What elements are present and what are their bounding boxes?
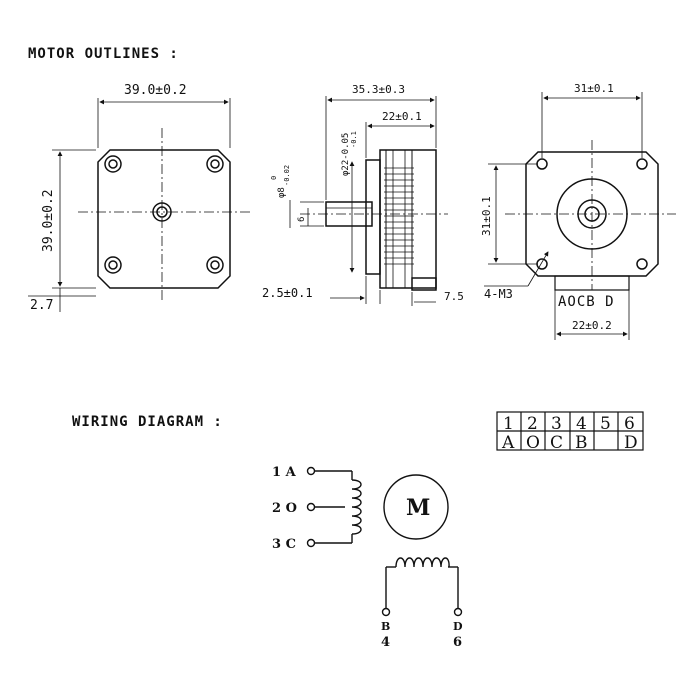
front-view	[28, 98, 250, 312]
back-hole-spacing-side: 31±0.1	[480, 196, 493, 236]
pin-number: 2	[527, 414, 538, 434]
side-flat-dim: 6	[297, 217, 307, 222]
side-boss-tol-bottom: -0.1	[350, 131, 358, 148]
back-connector-width-dim: 22±0.2	[572, 319, 612, 332]
pin-letter: C	[550, 433, 563, 453]
pin-letter: B	[575, 433, 588, 453]
lead-d-number: 6	[453, 635, 462, 650]
motor-label: M	[406, 495, 430, 521]
pin-letter: A	[501, 433, 515, 453]
front-screw-holes	[104, 155, 224, 274]
side-view	[289, 96, 448, 306]
front-height-dim: 39.0±0.2	[41, 189, 56, 252]
side-connector-dim: 7.5	[444, 290, 464, 303]
pin-letter: O	[526, 433, 540, 453]
lead-2-label: 2 O	[272, 501, 297, 516]
back-screw-label: 4-M3	[484, 287, 513, 301]
back-view	[484, 92, 676, 340]
back-connector-pins: AOCB D	[558, 294, 615, 310]
lead-1-label: 1 A	[272, 465, 297, 480]
pin-number: 1	[503, 414, 514, 434]
side-shaft-tol-top: 0	[270, 176, 278, 180]
lead-b-number: 4	[381, 635, 390, 650]
front-width-dim: 39.0±0.2	[124, 83, 187, 98]
side-shaft-offset-dim: 2.5±0.1	[262, 286, 313, 300]
pin-letter: D	[624, 433, 638, 453]
pin-number: 6	[624, 414, 635, 434]
pin-table	[496, 411, 644, 451]
pin-number: 3	[551, 414, 562, 434]
wiring-diagram	[306, 466, 463, 617]
horizontal-coil	[395, 557, 450, 568]
back-hole-spacing-top: 31±0.1	[574, 82, 614, 95]
side-shaft-dia-dim: φ8	[277, 187, 287, 198]
front-bottom-dim: 2.7	[30, 298, 53, 313]
side-shaft-tol-bottom: -0.02	[283, 165, 291, 186]
pin-table-text: 1 2 3 4 5 6 A O C B D	[501, 414, 638, 453]
lead-d-letter: D	[453, 620, 463, 633]
side-boss-dia-dim: φ22-0.05	[341, 133, 351, 176]
pin-number: 5	[600, 414, 611, 434]
motor-outlines-heading: MOTOR OUTLINES :	[28, 46, 179, 62]
motor-symbol	[383, 474, 449, 540]
wiring-diagram-heading: WIRING DIAGRAM :	[72, 414, 223, 430]
lead-b-letter: B	[381, 620, 390, 633]
pin-number: 4	[576, 414, 587, 434]
side-body-dim: 22±0.1	[382, 110, 422, 123]
vertical-coil	[351, 479, 362, 535]
side-overall-length-dim: 35.3±0.3	[352, 83, 405, 96]
lead-3-label: 3 C	[272, 537, 296, 552]
